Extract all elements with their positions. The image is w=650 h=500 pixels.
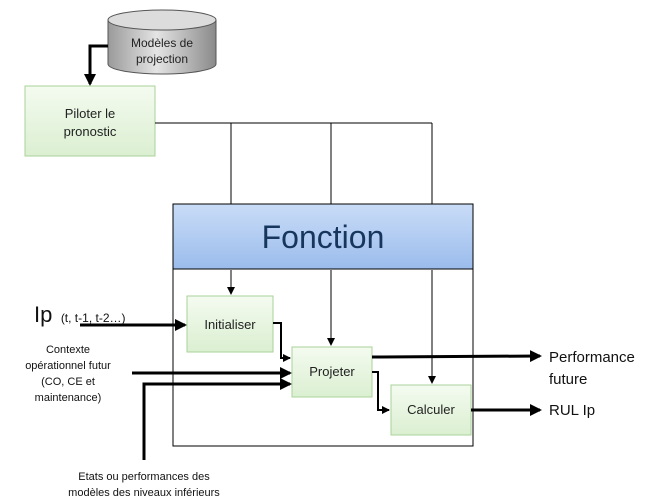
calculer-label: Calculer bbox=[407, 402, 455, 417]
ip-sub: (t, t-1, t-2…) bbox=[61, 311, 126, 325]
pilot-label-line1: Piloter le bbox=[65, 106, 116, 121]
pilot-block: Piloter le pronostic bbox=[24, 85, 156, 157]
context-input-label: Contexte opérationnel futur (CO, CE et m… bbox=[25, 344, 111, 404]
arrow-performance-output bbox=[371, 350, 542, 363]
lower-line1: Etats ou performances des bbox=[78, 471, 210, 483]
ip-input-label: Ip (t, t-1, t-2…) bbox=[34, 302, 125, 327]
database-label-line2: projection bbox=[136, 52, 188, 66]
lower-input-label: Etats ou performances des modèles des ni… bbox=[68, 471, 220, 499]
database-label-line1: Modèles de bbox=[131, 36, 193, 50]
performance-line2: future bbox=[549, 371, 587, 388]
database-cylinder: Modèles de projection bbox=[107, 9, 217, 75]
calculer-block: Calculer bbox=[390, 384, 472, 436]
initialiser-block: Initialiser bbox=[186, 295, 274, 353]
arrow-initialiser-to-projeter bbox=[273, 322, 291, 362]
projeter-block: Projeter bbox=[291, 346, 373, 398]
projeter-label: Projeter bbox=[309, 364, 355, 379]
context-line1: Contexte bbox=[46, 344, 90, 356]
svg-text:Ip (t, t-1, t-2…): Ip (t, t-1, t-2…) bbox=[34, 302, 125, 327]
context-line4: maintenance) bbox=[35, 392, 102, 404]
rul-output-label: RUL Ip bbox=[549, 402, 595, 419]
initialiser-label: Initialiser bbox=[204, 317, 256, 332]
ip-main: Ip bbox=[34, 302, 52, 327]
arrow-lower-to-projeter bbox=[142, 378, 292, 460]
pilot-label-line2: pronostic bbox=[64, 124, 117, 139]
performance-output-label: Performance future bbox=[549, 349, 635, 388]
function-title: Fonction bbox=[262, 219, 385, 255]
performance-line1: Performance bbox=[549, 349, 635, 366]
lower-line2: modèles des niveaux inférieurs bbox=[68, 487, 220, 499]
arrow-projeter-to-calculer bbox=[372, 371, 390, 414]
context-line2: opérationnel futur bbox=[25, 360, 111, 372]
arrow-db-to-pilot bbox=[84, 44, 108, 86]
context-line3: (CO, CE et bbox=[41, 376, 95, 388]
